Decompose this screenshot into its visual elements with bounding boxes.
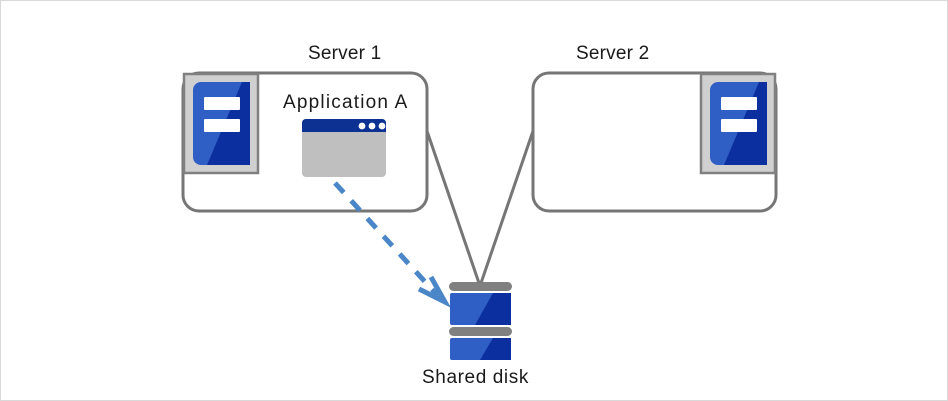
server1-label: Server 1 [308,43,382,64]
app-window-icon[interactable] [302,119,386,177]
server-icon [710,82,767,165]
server2-label: Server 2 [576,43,650,64]
disk-stack-icon[interactable] [449,282,512,360]
server-icon-bar-top [721,97,757,110]
application-a-label: Application A [283,92,409,113]
app-window-dot [368,122,376,130]
disk-bar [449,327,512,336]
server-icon-bar-bottom [204,119,240,132]
server-icon-bar-bottom [721,119,757,132]
server-icon-bar-top [204,97,240,110]
connector-server2-to-disk [478,130,535,287]
server1-icon-group [182,72,260,175]
disk-body-lower [450,338,511,360]
server-icon [193,82,250,165]
app-window-dot [378,122,386,130]
connector-server1-to-disk [425,130,482,287]
dashed-arrow-app-to-disk [333,181,452,308]
app-window-dot [358,122,366,130]
shared-disk-label: Shared disk [422,367,529,388]
disk-body-upper [450,293,511,325]
server2-icon-group [699,72,777,175]
disk-bar [449,282,512,291]
